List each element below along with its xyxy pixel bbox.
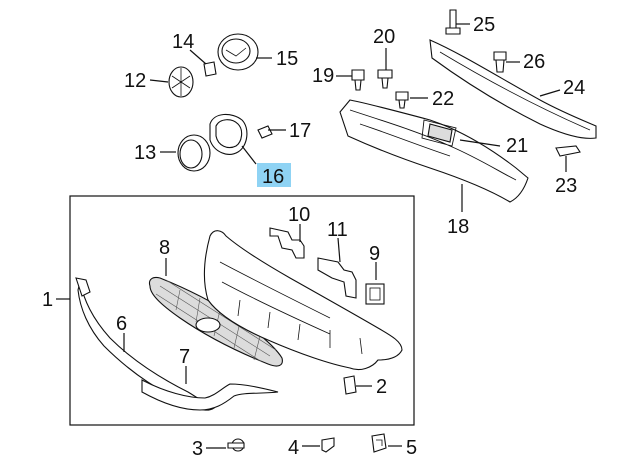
- emblem-16: [209, 113, 248, 155]
- callout-21: 21: [506, 135, 528, 157]
- callout-10: 10: [288, 204, 310, 226]
- lower-chrome-strip: [141, 379, 279, 411]
- callout-14: 14: [172, 31, 194, 53]
- bolt-26: [493, 51, 507, 73]
- bolt-19: [351, 69, 365, 91]
- callout-6: 6: [116, 313, 127, 335]
- callout-23: 23: [555, 175, 577, 197]
- callout-15: 15: [276, 48, 298, 70]
- clip-9: [365, 283, 385, 305]
- leader-lines: [123, 23, 567, 449]
- callout-18: 18: [447, 216, 469, 238]
- clip-4: [321, 437, 335, 453]
- emblem-12: [168, 66, 194, 98]
- callout-22: 22: [432, 88, 454, 110]
- callout-2: 2: [376, 376, 387, 398]
- callout-8: 8: [159, 237, 170, 259]
- emblem-15: [217, 33, 259, 71]
- highlight-16: [257, 163, 291, 187]
- callout-3: 3: [192, 438, 203, 460]
- callout-20: 20: [373, 26, 395, 48]
- callout-labels: 1 2 3 4 5 6 7 8 9 10 11 12 13 14 15 16 1…: [42, 14, 585, 460]
- bolt-25: [445, 9, 461, 35]
- clip-17: [257, 125, 273, 139]
- clip-2: [343, 375, 357, 395]
- grille-carrier: [203, 230, 403, 371]
- emblem-13: [177, 134, 211, 172]
- callout-16: 16: [262, 166, 284, 188]
- clip-14: [203, 61, 217, 77]
- radiator-support-cover: [339, 99, 529, 203]
- callout-9: 9: [369, 243, 380, 265]
- bracket-10: [269, 227, 305, 259]
- callout-1: 1: [42, 289, 53, 311]
- bolt-22: [395, 91, 409, 109]
- callout-25: 25: [473, 14, 495, 36]
- callout-17: 17: [289, 120, 311, 142]
- callout-4: 4: [288, 437, 299, 459]
- screw-3: [227, 438, 245, 452]
- callout-19: 19: [312, 65, 334, 87]
- callout-12: 12: [124, 70, 146, 92]
- callout-7: 7: [179, 346, 190, 368]
- callout-11: 11: [327, 219, 348, 241]
- bracket-11: [317, 257, 357, 299]
- grille-assembly-frame: [69, 195, 415, 426]
- callout-13: 13: [134, 142, 156, 164]
- bracket-23: [555, 145, 581, 157]
- bolt-20: [377, 69, 393, 89]
- clip-5: [371, 433, 387, 453]
- callout-5: 5: [406, 437, 417, 459]
- callout-26: 26: [523, 51, 545, 73]
- callout-24: 24: [563, 77, 585, 99]
